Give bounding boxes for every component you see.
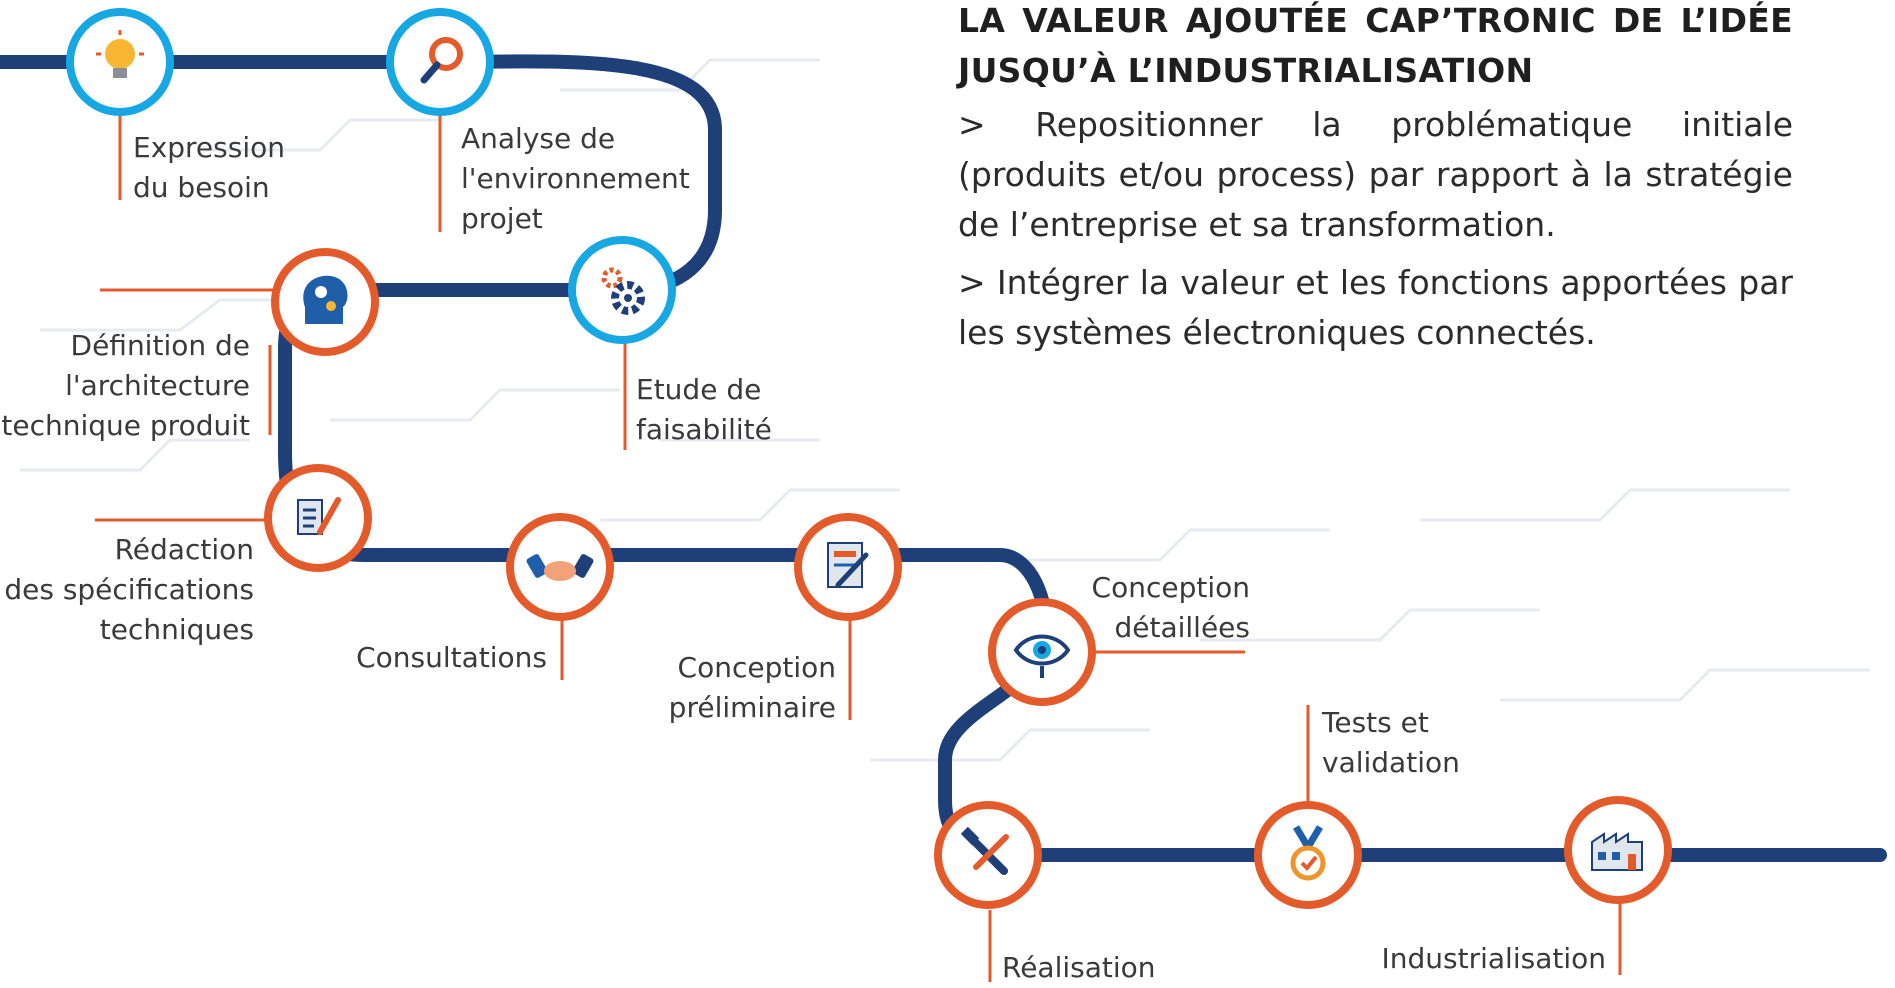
step-label-industrialisation: Industrialisation (1381, 942, 1606, 975)
step-label-redaction: Rédaction des spécifications techniques (4, 533, 254, 646)
document-pen-icon (297, 497, 341, 535)
step-label-definition: Définition de l'architecture technique p… (1, 329, 250, 442)
leader-lines (95, 100, 1622, 982)
magnifier-icon (420, 37, 463, 84)
step-label-etude: Etude de faisabilité (636, 373, 772, 446)
gears-icon (601, 267, 645, 315)
headline: LA VALEUR AJOUTÉE CAP’TRONIC DE L’IDÉE J… (958, 1, 1793, 90)
step-label-preliminaire: Conception préliminaire (668, 651, 836, 724)
node-analyse (386, 8, 494, 116)
lightbulb-icon (96, 30, 144, 78)
step-label-realisation: Réalisation (1002, 951, 1156, 984)
tools-icon (960, 826, 1009, 875)
step-label-expression: Expression du besoin (133, 131, 285, 204)
step-label-consultations: Consultations (356, 641, 547, 674)
paragraph-2: > Intégrer la valeur et les fonctions ap… (958, 263, 1793, 352)
handshake-icon (526, 554, 594, 581)
drawing-document-icon (827, 542, 869, 588)
medal-icon (1290, 825, 1326, 881)
factory-icon (1591, 832, 1643, 871)
step-label-analyse: Analyse de l'environnement projet (461, 122, 690, 235)
step-label-detaillees: Conception détaillées (1091, 571, 1250, 644)
eye-icon (1013, 634, 1071, 678)
head-gears-icon (303, 275, 348, 324)
paragraph-1: > Repositionner la problématique initial… (958, 105, 1793, 244)
circuit-background (20, 58, 1870, 762)
step-label-tests: Tests et validation (1322, 706, 1460, 779)
